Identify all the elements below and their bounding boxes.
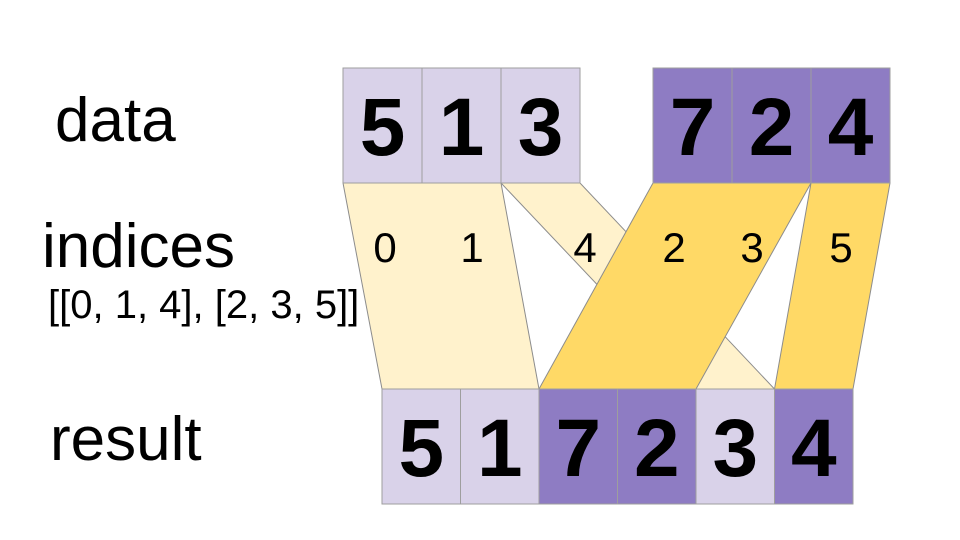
result-cell [695,388,775,505]
result-cell [774,388,854,505]
row-labels: data indices [[0, 1, 4], [2, 3, 5]] resu… [42,86,359,474]
index-label: 5 [829,224,852,271]
data-cell-value: 2 [749,82,795,173]
data-cell-value: 1 [439,82,485,173]
result-cell [617,388,697,505]
result-cell-value: 3 [712,403,758,494]
result-cell [381,388,461,505]
data-cell-value: 4 [828,82,874,173]
result-cell-value: 4 [791,403,837,494]
indices-value-label: [[0, 1, 4], [2, 3, 5]] [48,283,359,327]
data-cell [731,67,812,184]
data-cell [810,67,891,184]
data-cell-value: 7 [670,82,716,173]
index-label: 3 [740,224,763,271]
result-cell [538,388,618,505]
index-label: 4 [573,224,596,271]
data-array-group2: 7 2 4 [652,67,891,184]
data-cell-value: 5 [360,82,406,173]
result-label: result [50,405,202,474]
index-labels: 0 1 4 2 3 5 [373,224,852,271]
flow-bands [342,182,891,390]
result-cell-value: 5 [398,403,444,494]
result-array: 5 1 7 2 3 4 [381,388,854,505]
data-array-group1: 5 1 3 [342,67,581,184]
indices-label: indices [42,212,235,281]
data-cell [500,67,581,184]
result-cell-value: 2 [634,403,680,494]
data-cell-value: 3 [518,82,564,173]
data-label: data [55,86,176,155]
index-label: 1 [460,224,483,271]
data-cell [342,67,423,184]
index-label: 0 [373,224,396,271]
flow-group1-cells01-to-result01 [342,182,540,390]
data-cell [652,67,733,184]
index-label: 2 [662,224,685,271]
result-cell-value: 7 [555,403,601,494]
result-cell-value: 1 [477,403,523,494]
